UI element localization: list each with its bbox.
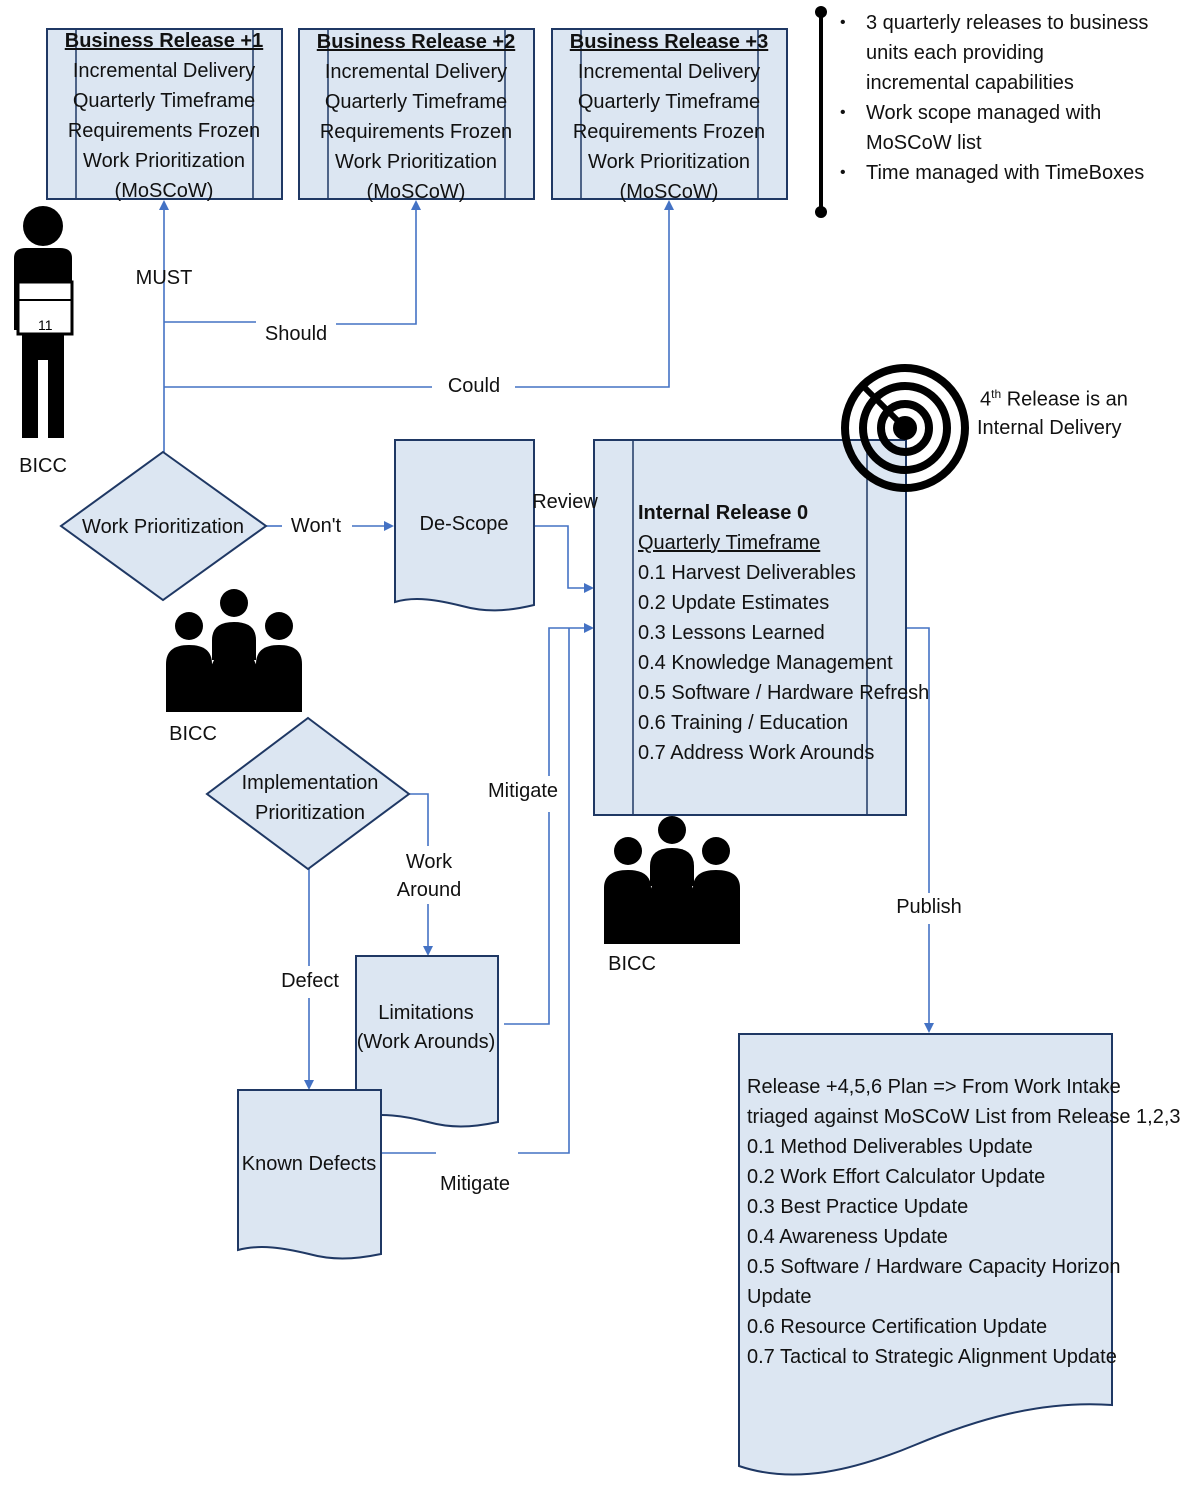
target-note-rest: Release is an	[1001, 388, 1128, 411]
release-2-line-5: (MoSCoW)	[366, 181, 466, 203]
work-prioritization-decision	[59, 450, 268, 602]
work-intake-line: 0.4 Awareness Update	[747, 1226, 948, 1248]
known-defects-label: Known Defects	[241, 1153, 377, 1175]
note-1-line-1: 3 quarterly releases to business	[866, 12, 1149, 34]
internal-release-item: 0.1 Harvest Deliverables	[638, 562, 856, 584]
label-mitigate-limitations: Mitigate	[487, 780, 559, 802]
label-work-around-1: Work	[405, 851, 453, 873]
business-release-box-1	[46, 28, 283, 200]
release-3-line-3: Requirements Frozen	[572, 121, 766, 143]
release-1-line-2: Quarterly Timeframe	[72, 90, 256, 112]
label-mitigate-defects: Mitigate	[439, 1173, 511, 1195]
internal-release-item: 0.2 Update Estimates	[638, 592, 830, 614]
work-intake-text: Release +4,5,6 Plan => From Work Intake …	[747, 1072, 1181, 1372]
target-note-line-2: Internal Delivery	[977, 417, 1122, 439]
release-3-line-2: Quarterly Timeframe	[577, 91, 761, 113]
label-work-around-2: Around	[396, 879, 462, 901]
meeting-group-icon	[166, 589, 302, 712]
note-bullet-2: Work scope managed with MoSCoW list	[840, 98, 1148, 158]
group-2-label: BICC	[608, 953, 656, 975]
release-1-line-1: Incremental Delivery	[72, 60, 256, 82]
implementation-prioritization-decision	[205, 716, 411, 871]
release-2-line-1: Incremental Delivery	[324, 61, 508, 83]
internal-release-text: Internal Release 0 Quarterly Timeframe 0…	[638, 498, 929, 768]
release-2-line-3: Requirements Frozen	[319, 121, 513, 143]
release-1-line-5: (MoSCoW)	[114, 180, 214, 202]
note-bullet-1: 3 quarterly releases to business units e…	[840, 8, 1148, 98]
moscow-connectors	[159, 200, 934, 1154]
internal-release-item: 0.3 Lessons Learned	[638, 622, 825, 644]
work-intake-line: 0.1 Method Deliverables Update	[747, 1136, 1033, 1158]
target-note-sup: th	[991, 387, 1002, 401]
release-2-title: Business Release +2	[316, 31, 516, 53]
implementation-label-2: Prioritization	[254, 802, 366, 824]
known-defects-document	[237, 1089, 382, 1260]
internal-release-subtitle: Quarterly Timeframe	[638, 532, 821, 554]
note-3-line-1: Time managed with TimeBoxes	[866, 162, 1145, 184]
internal-release-item: 0.5 Software / Hardware Refresh	[638, 682, 930, 704]
note-2-line-2: MoSCoW list	[866, 132, 982, 154]
work-intake-line: 0.2 Work Effort Calculator Update	[747, 1166, 1046, 1188]
work-intake-line: Release +4,5,6 Plan => From Work Intake	[747, 1076, 1121, 1098]
work-intake-line: 0.7 Tactical to Strategic Alignment Upda…	[747, 1346, 1117, 1368]
descope-document	[394, 439, 535, 612]
release-3-line-5: (MoSCoW)	[619, 181, 719, 203]
release-3-title: Business Release +3	[569, 31, 769, 53]
target-icon	[841, 364, 969, 492]
label-defect: Defect	[281, 970, 339, 992]
work-prioritization-label: Work Prioritization	[82, 516, 244, 538]
label-should: Should	[264, 323, 328, 345]
release-1-line-3: Requirements Frozen	[67, 120, 261, 142]
person-with-box-icon: 11	[14, 206, 74, 438]
release-3-line-1: Incremental Delivery	[577, 61, 761, 83]
descope-label: De-Scope	[419, 513, 509, 535]
internal-release-item: 0.7 Address Work Arounds	[638, 742, 875, 764]
label-could: Could	[447, 375, 501, 397]
release-3-line-4: Work Prioritization	[588, 151, 750, 173]
label-must: MUST	[135, 267, 193, 289]
implementation-label-1: Implementation	[241, 772, 379, 794]
person-label: BICC	[19, 455, 67, 477]
release-1-title: Business Release +1	[64, 30, 264, 52]
label-publish: Publish	[896, 896, 962, 918]
work-intake-line: triaged against MoSCoW List from Release…	[747, 1106, 1181, 1128]
target-note-line-1: 4th Release is an	[980, 388, 1128, 410]
label-wont: Won't	[290, 515, 342, 537]
internal-release-title: Internal Release 0	[638, 502, 809, 524]
group-1-label: BICC	[169, 723, 217, 745]
note-1-line-2: units each providing	[866, 42, 1044, 64]
work-intake-line: 0.3 Best Practice Update	[747, 1196, 969, 1218]
business-release-box-2	[298, 28, 535, 200]
release-2-line-4: Work Prioritization	[335, 151, 497, 173]
business-release-box-3	[551, 28, 788, 200]
note-bullet-3: Time managed with TimeBoxes	[840, 158, 1148, 188]
release-1-line-4: Work Prioritization	[83, 150, 245, 172]
internal-release-item: 0.4 Knowledge Management	[638, 652, 893, 674]
release-2-line-2: Quarterly Timeframe	[324, 91, 508, 113]
internal-release-item: 0.6 Training / Education	[638, 712, 849, 734]
notes-bullet-list: 3 quarterly releases to business units e…	[840, 8, 1148, 188]
meeting-group-icon-2	[604, 816, 740, 944]
internal-release-box	[593, 439, 907, 816]
target-note-prefix: 4	[980, 388, 992, 411]
work-intake-line: 0.5 Software / Hardware Capacity Horizon	[747, 1256, 1121, 1278]
label-review: Review	[532, 491, 598, 513]
work-intake-line: 0.6 Resource Certification Update	[747, 1316, 1048, 1338]
work-intake-document	[738, 1033, 1113, 1476]
notes-timeline	[815, 6, 827, 218]
svg-text:11: 11	[38, 317, 53, 333]
note-1-line-3: incremental capabilities	[866, 72, 1074, 94]
process-diagram: 11	[14, 6, 1113, 1476]
note-2-line-1: Work scope managed with	[866, 102, 1102, 124]
limitations-label-2: (Work Arounds)	[356, 1031, 496, 1053]
work-intake-line: Update	[747, 1286, 812, 1308]
limitations-label-1: Limitations	[378, 1002, 474, 1024]
